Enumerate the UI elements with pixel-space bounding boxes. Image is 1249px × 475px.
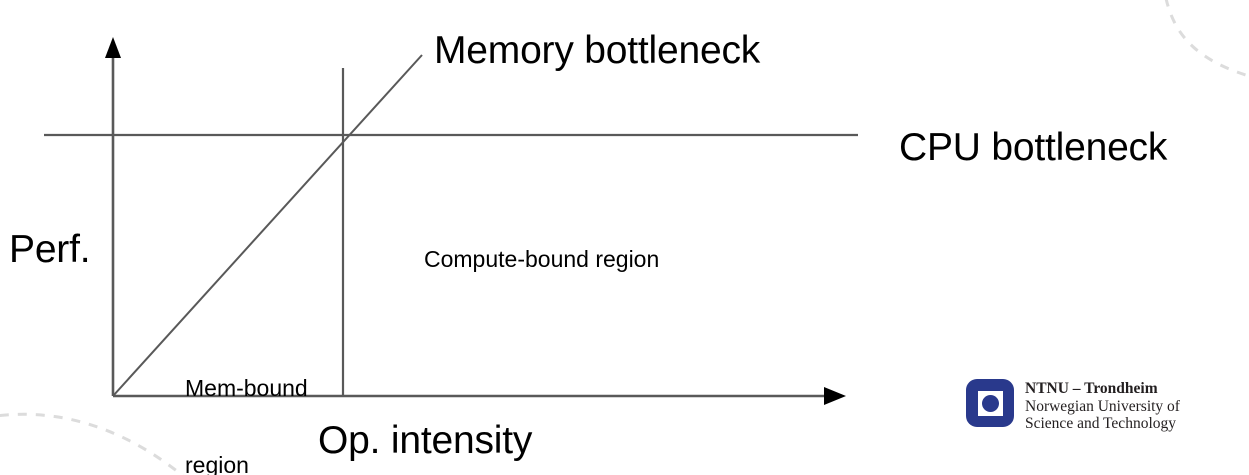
mem-bound-region-label: Mem-bound region (185, 324, 308, 475)
ntnu-logo: NTNU – Trondheim Norwegian University of… (966, 379, 1180, 433)
y-axis-label: Perf. (9, 228, 91, 271)
decorative-arc-top-right (1164, 0, 1249, 78)
ntnu-logo-mark-square (977, 390, 1003, 416)
mem-bound-region-label-line-1: Mem-bound (185, 374, 308, 401)
x-axis-label: Op. intensity (318, 419, 533, 462)
ntnu-logo-mark-icon (966, 379, 1014, 427)
ntnu-logo-line-2: Norwegian University of (1025, 397, 1180, 415)
y-axis-arrowhead (105, 37, 121, 58)
mem-bound-region-label-line-2: region (185, 451, 249, 475)
ntnu-logo-mark-dot (981, 394, 999, 412)
memory-bottleneck-line (112, 54, 423, 397)
x-axis-arrowhead (824, 387, 846, 405)
ntnu-logo-text: NTNU – Trondheim Norwegian University of… (1025, 379, 1180, 433)
ntnu-logo-line-1: NTNU – Trondheim (1025, 380, 1158, 397)
compute-bound-region-label: Compute-bound region (424, 246, 660, 272)
cpu-bottleneck-label: CPU bottleneck (899, 126, 1168, 169)
memory-bottleneck-label: Memory bottleneck (434, 29, 761, 72)
decorative-arc-bottom-left (0, 412, 185, 475)
ntnu-logo-line-3: Science and Technology (1025, 415, 1176, 433)
